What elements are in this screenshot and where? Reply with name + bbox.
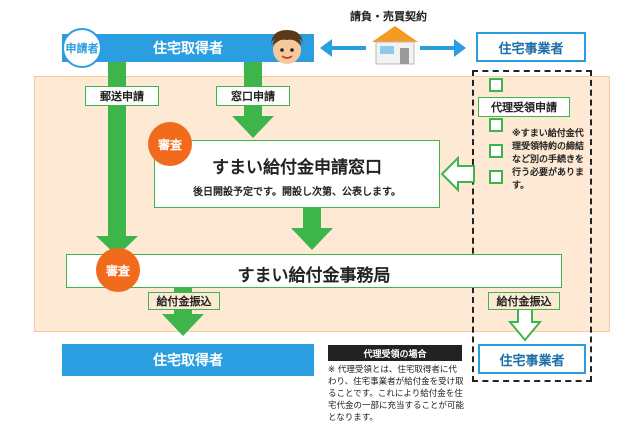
- proxy-checkbox-4: [489, 170, 503, 184]
- payment-left-arrow-head: [162, 314, 204, 336]
- builder-box-bottom: 住宅事業者: [478, 344, 586, 374]
- contract-label: 請負・売買契約: [350, 10, 427, 23]
- counter-arrow-head: [232, 116, 274, 138]
- application-window-subtitle: 後日開設予定です。開設し次第、公表します。: [193, 187, 401, 198]
- applicant-badge: 申請者: [62, 28, 102, 68]
- proxy-note: ※すまい給付金代理受領特約の締結など別の手続きを行う必要があります。: [512, 129, 585, 191]
- person-icon: [271, 30, 303, 64]
- applicant-badge-label: 申請者: [65, 42, 99, 55]
- payment-left-label: 給付金振込: [148, 292, 220, 310]
- proxy-hollow-arrow: [440, 156, 475, 192]
- homeowner-label: 住宅取得者: [153, 41, 223, 57]
- proxy-checkbox-2: [489, 118, 503, 132]
- payment-right-label: 給付金振込: [488, 292, 560, 310]
- review-badge-window-label: 審査: [157, 137, 182, 152]
- counter-label-text: 窓口申請: [231, 90, 275, 103]
- application-window-title: すまい給付金申請窓口: [212, 158, 382, 178]
- builder-label: 住宅事業者: [498, 41, 564, 57]
- mail-arrow-shaft: [108, 62, 126, 240]
- proxy-checkbox-1: [489, 78, 503, 92]
- counter-application-label: 窓口申請: [216, 86, 290, 106]
- review-badge-window: 審査: [148, 122, 192, 166]
- mail-label-text: 郵送申請: [100, 90, 144, 103]
- homeowner-bottom-label: 住宅取得者: [153, 353, 223, 369]
- builder-bottom-label: 住宅事業者: [499, 353, 565, 369]
- info-title-bar: 代理受領の場合: [328, 345, 462, 361]
- homeowner-bar-bottom: 住宅取得者: [62, 344, 314, 376]
- mail-arrow-head: [96, 236, 138, 256]
- proxy-application-label: 代理受領申請: [478, 97, 570, 117]
- review-badge-office-label: 審査: [105, 263, 130, 278]
- mail-application-label: 郵送申請: [85, 86, 159, 106]
- office-title: すまい給付金事務局: [237, 266, 391, 286]
- review-badge-office: 審査: [96, 248, 140, 292]
- application-window-box: すまい給付金申請窓口 後日開設予定です。開設し次第、公表します。: [154, 140, 440, 208]
- house-icon: [372, 26, 418, 65]
- homeowner-bar-top: 住宅取得者: [62, 34, 314, 62]
- contract-arrows: [320, 39, 466, 57]
- proxy-label-text: 代理受領申請: [491, 101, 557, 114]
- proxy-checkbox-3: [489, 144, 503, 158]
- builder-box-top: 住宅事業者: [476, 32, 586, 62]
- info-title: 代理受領の場合: [363, 349, 427, 360]
- window-office-arrow-shaft: [303, 208, 321, 230]
- window-office-arrow-head: [291, 228, 333, 250]
- payment-right-text: 給付金振込: [496, 295, 552, 308]
- payment-left-text: 給付金振込: [156, 295, 212, 308]
- office-box: すまい給付金事務局: [66, 254, 562, 288]
- proxy-region: [472, 70, 592, 382]
- info-body: ※ 代理受領とは、住宅取得者に代わり、住宅事業者が給付金を受け取ることです。これ…: [328, 365, 465, 423]
